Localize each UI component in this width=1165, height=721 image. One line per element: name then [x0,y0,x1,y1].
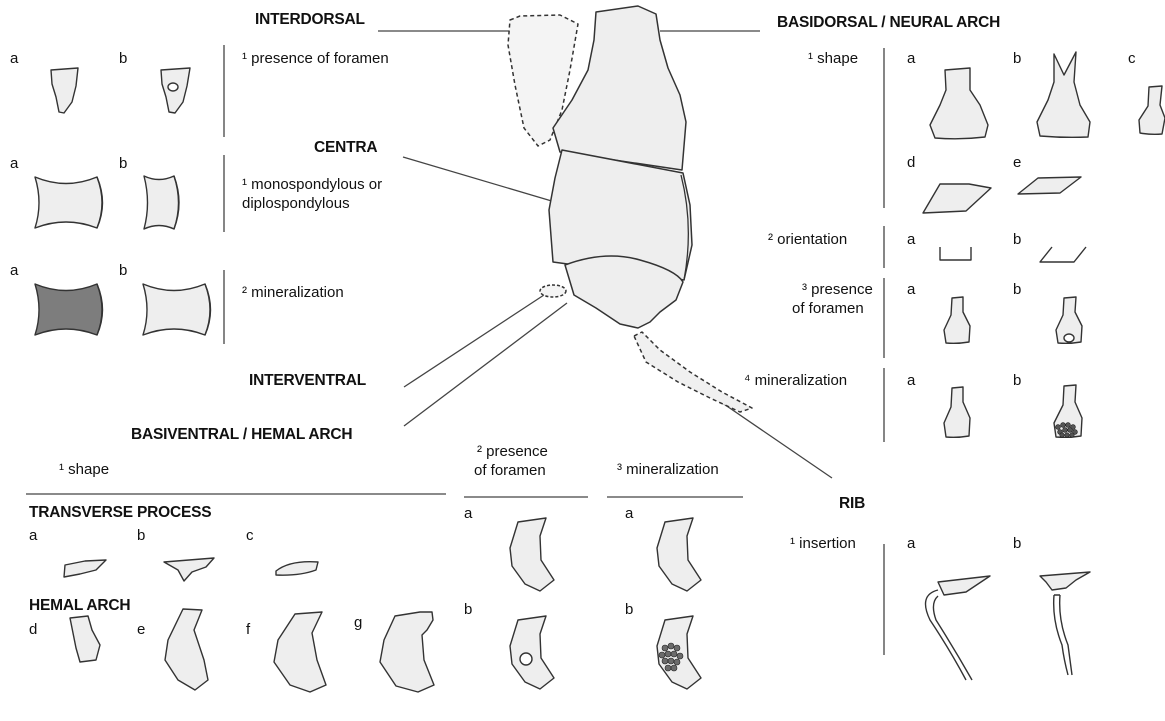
label-rib-insertion: ¹ insertion [790,535,856,553]
bv-shape-state-b [164,558,214,581]
label-bv-mineralization: ³ mineralization [617,461,719,479]
bd-shape-state-d [923,184,991,213]
bd-foramen-state-a [944,297,970,343]
bv-shape-state-d [70,616,100,662]
state-letter-a: a [907,281,915,299]
rib-insertion-state-b-process [1040,572,1090,590]
label-bd-orientation: ² orientation [768,231,847,249]
label-bd-shape: ¹ shape [808,50,858,68]
bv-foramen-state-b [510,616,554,689]
bv-foramen [520,653,532,665]
heading-basiventral: BASIVENTRAL / HEMAL ARCH [131,426,352,444]
heading-interdorsal: INTERDORSAL [255,11,365,29]
state-letter-e: e [137,621,145,639]
bv-foramen-state-a [510,518,554,591]
state-letter-a: a [29,527,37,545]
label-bv-foramen-1: ² presence [477,443,548,461]
interdorsal-foramen [168,83,178,91]
label-interdorsal-foramen: ¹ presence of foramen [242,50,389,68]
rib-insertion-state-a-process [938,576,990,595]
state-letter-f: f [246,621,250,639]
bv-shape-state-g [380,612,434,692]
state-letter-a: a [907,231,915,249]
leader-centra [403,157,555,202]
bd-orientation-state-b [1040,247,1086,262]
heading-transverse-process: TRANSVERSE PROCESS [29,504,211,522]
bd-mineralization-state-a [944,387,970,437]
heading-interventral: INTERVENTRAL [249,372,366,390]
bv-shape-state-f [274,612,326,692]
rib-insertion-state-b-rib [1054,595,1072,675]
state-letter-b: b [1013,231,1021,249]
bv-shape-state-c [276,562,318,575]
label-centra-mineralization: ² mineralization [242,284,344,302]
state-letter-a: a [907,50,915,68]
state-letter-a: a [625,505,633,523]
state-letter-b: b [1013,372,1021,390]
interdorsal-state-a [51,68,78,113]
state-letter-b: b [1013,50,1021,68]
state-letter-a: a [10,50,18,68]
label-bv-shape: ¹ shape [59,461,109,479]
leader-basiventral [404,303,567,426]
state-letter-a: a [907,372,915,390]
state-letter-g: g [354,614,362,632]
heading-hemal-arch: HEMAL ARCH [29,597,130,615]
bv-shape-state-e [165,609,208,690]
label-bd-foramen-2: of foramen [792,300,864,318]
bd-orientation-state-a [940,247,971,260]
bd-foramen [1064,334,1074,342]
state-letter-c: c [1128,50,1136,68]
state-letter-b: b [119,262,127,280]
rib-insertion-state-a-rib [926,590,973,680]
centra-spondyly-state-a [35,177,102,228]
leader-rib [718,400,832,478]
heading-basidorsal: BASIDORSAL / NEURAL ARCH [777,14,1000,32]
state-letter-e: e [1013,154,1021,172]
state-letter-a: a [10,262,18,280]
label-centra-spondyly-2: diplospondylous [242,195,350,213]
state-letter-a: a [907,535,915,553]
state-letter-b: b [137,527,145,545]
centra-mineralization-state-a [35,284,102,335]
bd-shape-state-b [1037,52,1090,137]
heading-centra: CENTRA [314,139,377,157]
bd-shape-state-e [1018,177,1081,194]
state-letter-b: b [464,601,472,619]
state-letter-a: a [464,505,472,523]
state-letter-b: b [625,601,633,619]
state-letter-d: d [29,621,37,639]
bv-shape-state-a [64,560,106,577]
centra-spondyly-state-b [144,176,179,229]
rib-element [634,332,752,412]
centra-mineralization-state-b [143,284,210,335]
state-letter-b: b [119,155,127,173]
label-centra-spondyly-1: ¹ monospondylous or [242,176,382,194]
interventral-element [540,285,566,297]
heading-rib: RIB [839,495,865,513]
state-letter-b: b [119,50,127,68]
bd-shape-state-c [1139,86,1165,134]
label-bd-foramen-1: ³ presence [802,281,873,299]
label-bd-mineralization: ⁴ mineralization [744,372,847,390]
state-letter-a: a [10,155,18,173]
state-letter-d: d [907,154,915,172]
state-letter-b: b [1013,535,1021,553]
bv-mineralization-state-a [657,518,701,591]
state-letter-c: c [246,527,254,545]
state-letter-b: b [1013,281,1021,299]
label-bv-foramen-2: of foramen [474,462,546,480]
bd-shape-state-a [930,68,988,139]
